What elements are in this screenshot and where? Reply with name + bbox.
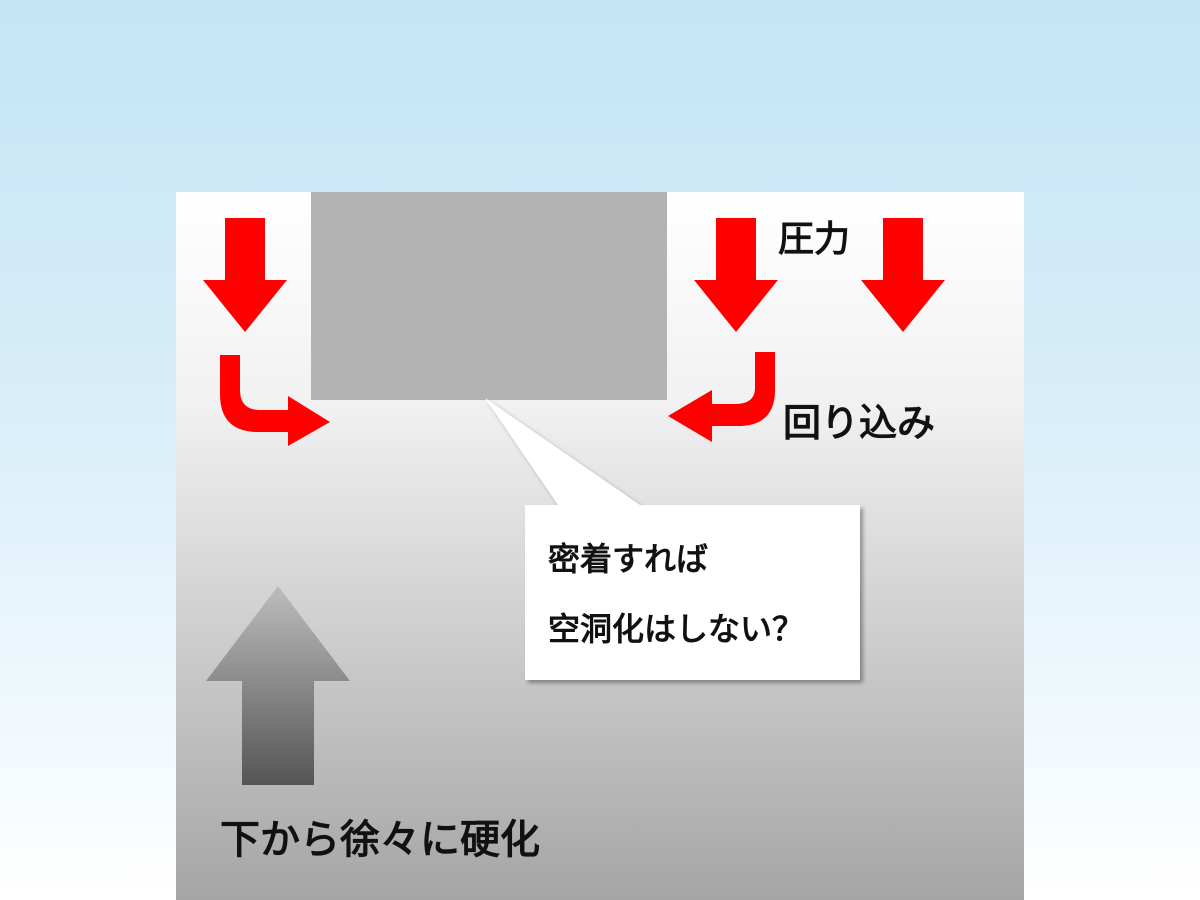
callout-bubble <box>485 398 860 680</box>
pressure-arrow-icon-left <box>203 218 287 332</box>
pressure-arrow-icon-middle <box>694 218 778 332</box>
pressure-label: 圧力 <box>778 219 851 260</box>
pressure-arrow-icon-right <box>861 218 945 332</box>
wrap-around-label: 回り込み <box>783 401 936 445</box>
hardening-label: 下から徐々に硬化 <box>220 817 540 863</box>
wrap-arrow-icon-right <box>668 352 775 442</box>
wrap-arrow-icon-left <box>220 355 330 446</box>
insert-block <box>311 192 667 400</box>
hardening-arrow-icon <box>206 586 350 785</box>
callout-text-line-1: 密着すれば <box>548 540 709 578</box>
callout-text-line-2: 空洞化はしない？ <box>548 610 805 648</box>
